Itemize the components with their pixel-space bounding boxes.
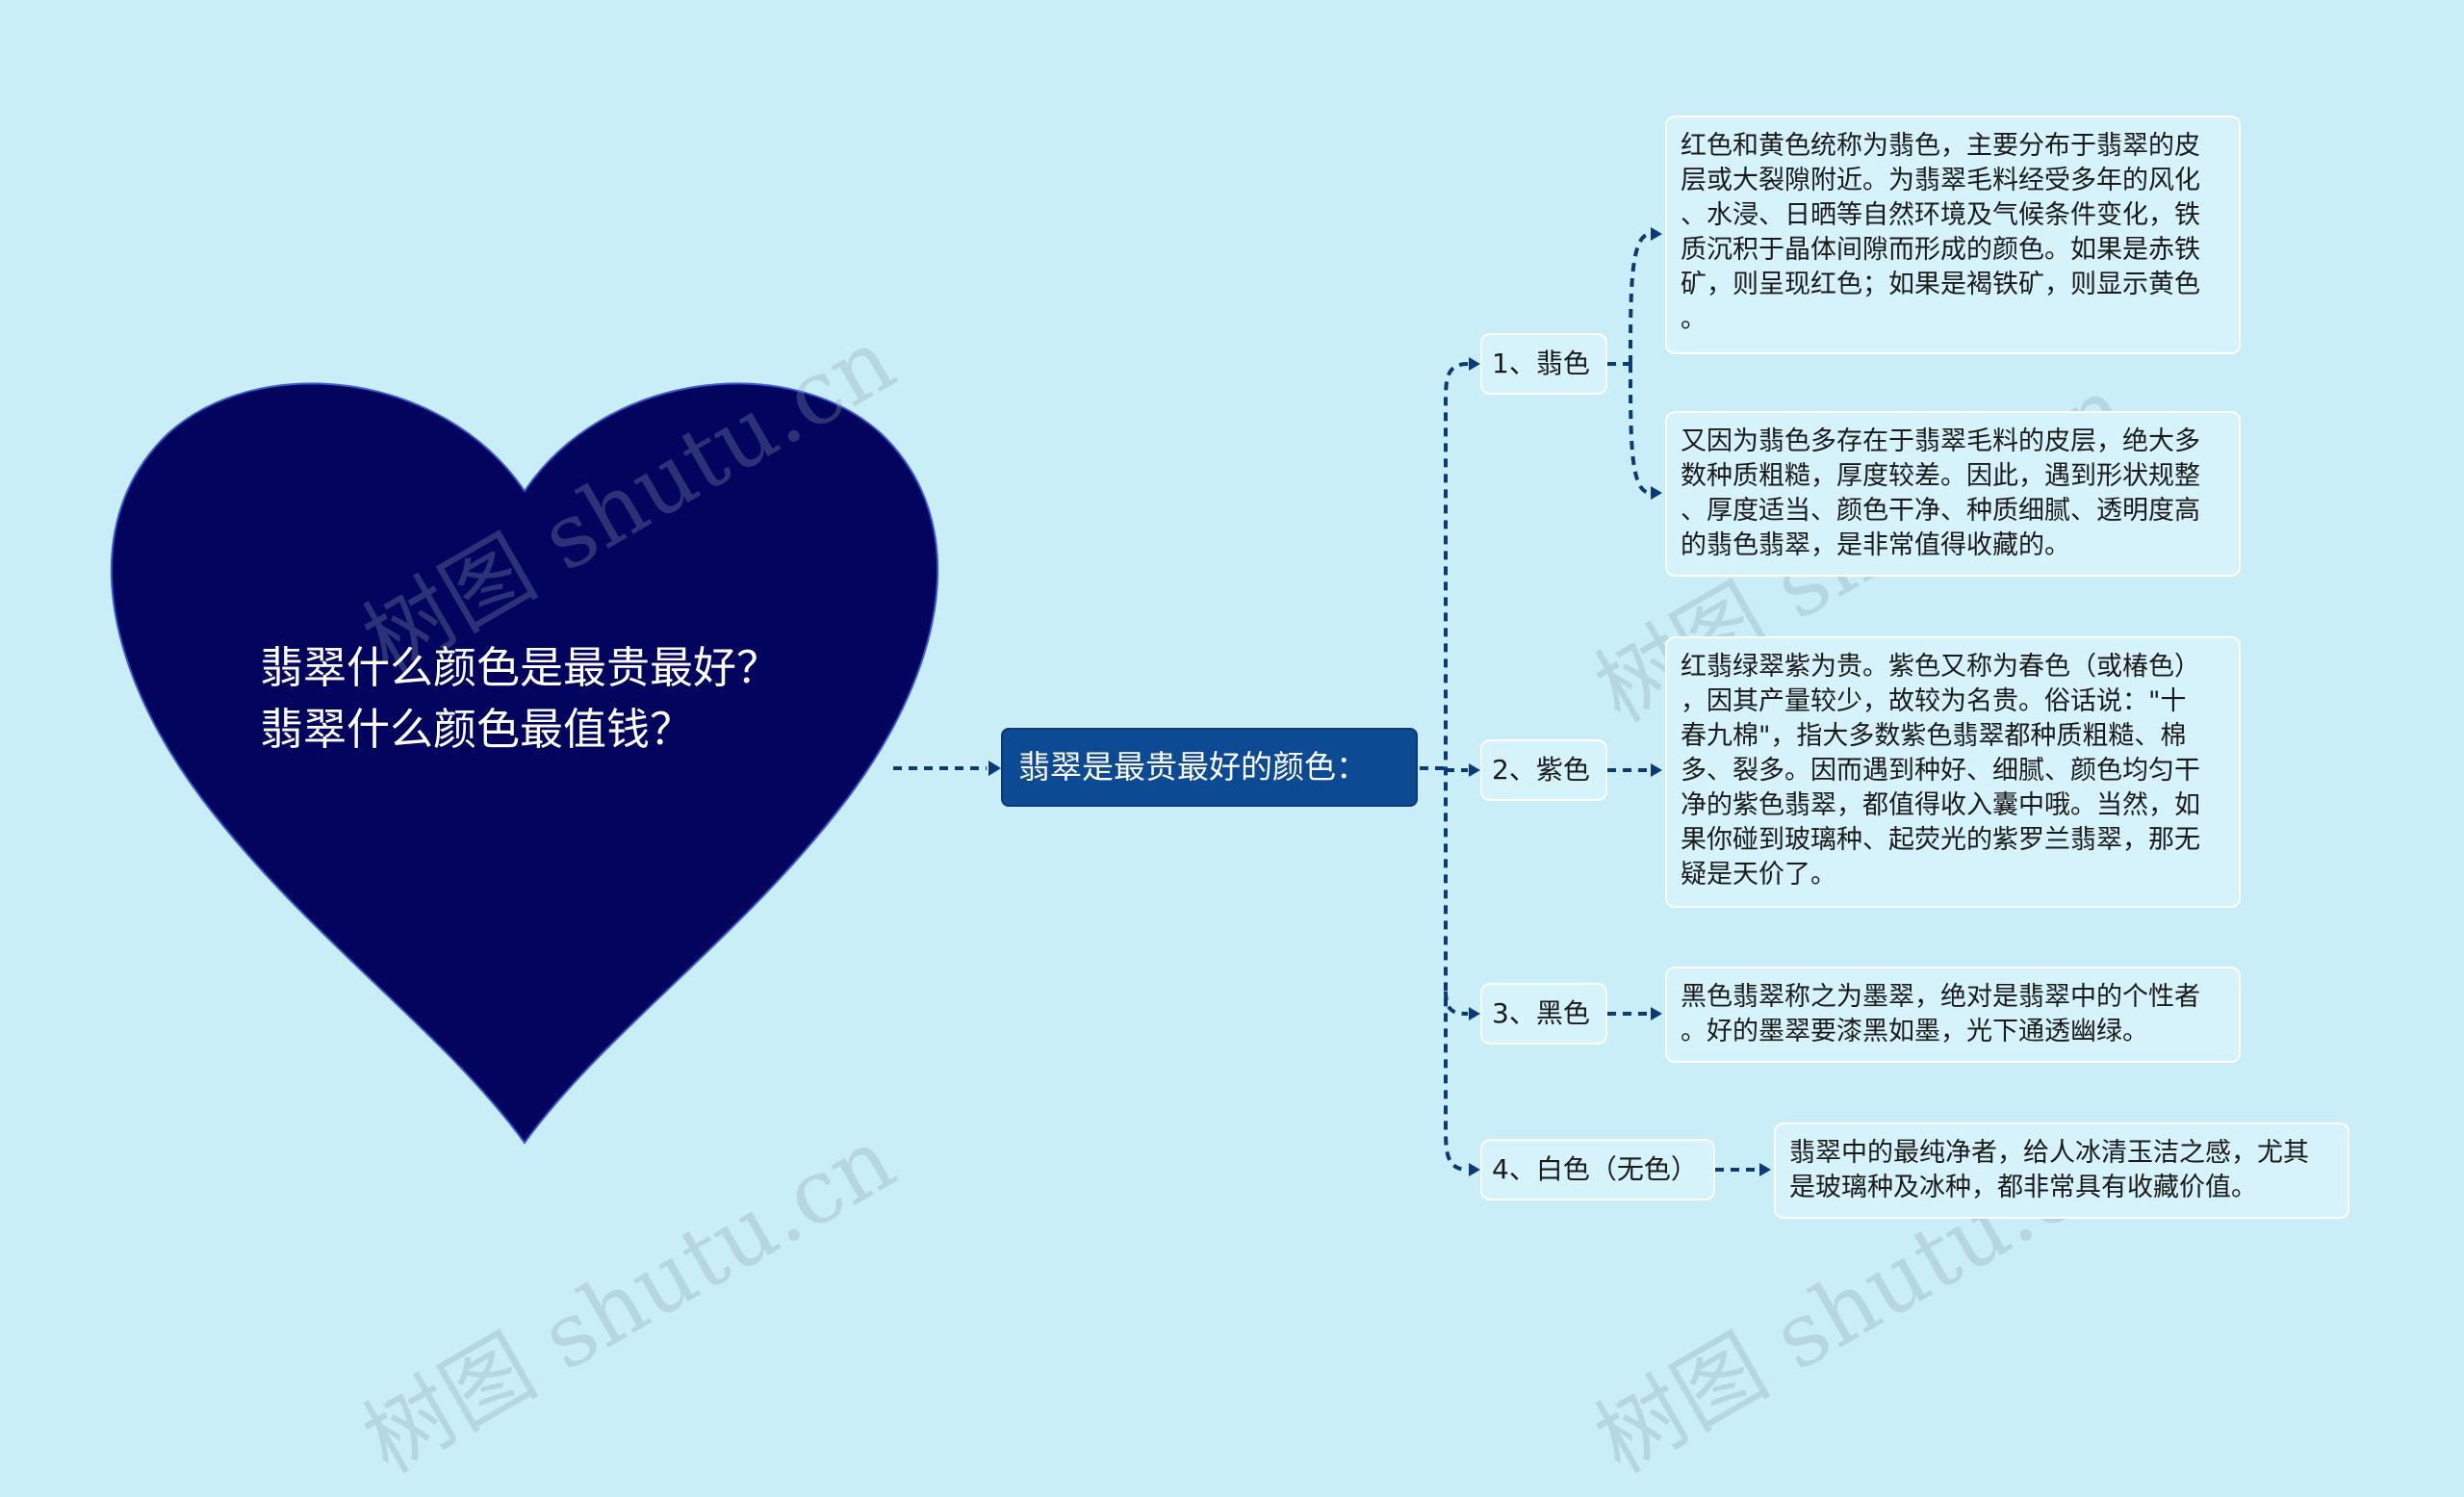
branch-white[interactable]: 4、白色（无色） <box>1480 1139 1715 1200</box>
arrow-branch-4 <box>1469 1163 1480 1176</box>
arrow-branch-2 <box>1469 763 1480 777</box>
connector-branch1-leaves <box>1607 232 1652 495</box>
arrow-center <box>988 761 1001 776</box>
branch-purple[interactable]: 2、紫色 <box>1480 739 1607 801</box>
connector-branch-3 <box>1444 991 1469 1016</box>
arrow-leaf-2 <box>1651 486 1662 500</box>
arrow-branch-3 <box>1469 1007 1480 1020</box>
heart-shape <box>110 382 939 1145</box>
branch-red-yellow[interactable]: 1、翡色 <box>1480 333 1607 395</box>
arrow-branch-1 <box>1469 357 1480 371</box>
leaf-red-yellow-origin[interactable]: 红色和黄色统称为翡色，主要分布于翡翠的皮 层或大裂隙附近。为翡翠毛料经受多年的风… <box>1665 116 2241 354</box>
leaf-red-yellow-value[interactable]: 又因为翡色多存在于翡翠毛料的皮层，绝大多 数种质粗糙，厚度较差。因此，遇到形状规… <box>1665 411 2241 577</box>
arrow-leaf-5 <box>1759 1163 1771 1176</box>
branch-black[interactable]: 3、黑色 <box>1480 983 1607 1045</box>
connector-trunk <box>1444 362 1469 1172</box>
arrow-leaf-4 <box>1651 1007 1662 1020</box>
arrow-leaf-1 <box>1651 227 1662 241</box>
leaf-purple[interactable]: 红翡绿翠紫为贵。紫色又称为春色（或椿色） ，因其产量较少，故较为名贵。俗话说："… <box>1665 636 2241 908</box>
center-topic[interactable]: 翡翠是最贵最好的颜色： <box>1001 728 1418 807</box>
leaf-white[interactable]: 翡翠中的最纯净者，给人冰清玉洁之感，尤其 是玻璃种及冰种，都非常具有收藏价值。 <box>1774 1123 2349 1219</box>
mindmap-canvas <box>110 227 1771 1176</box>
leaf-black[interactable]: 黑色翡翠称之为墨翠，绝对是翡翠中的个性者 。好的墨翠要漆黑如墨，光下通透幽绿。 <box>1665 967 2241 1063</box>
root-topic-title[interactable]: 翡翠什么颜色是最贵最好？翡翠什么颜色最值钱？ <box>260 642 781 755</box>
arrow-leaf-3 <box>1651 763 1662 777</box>
